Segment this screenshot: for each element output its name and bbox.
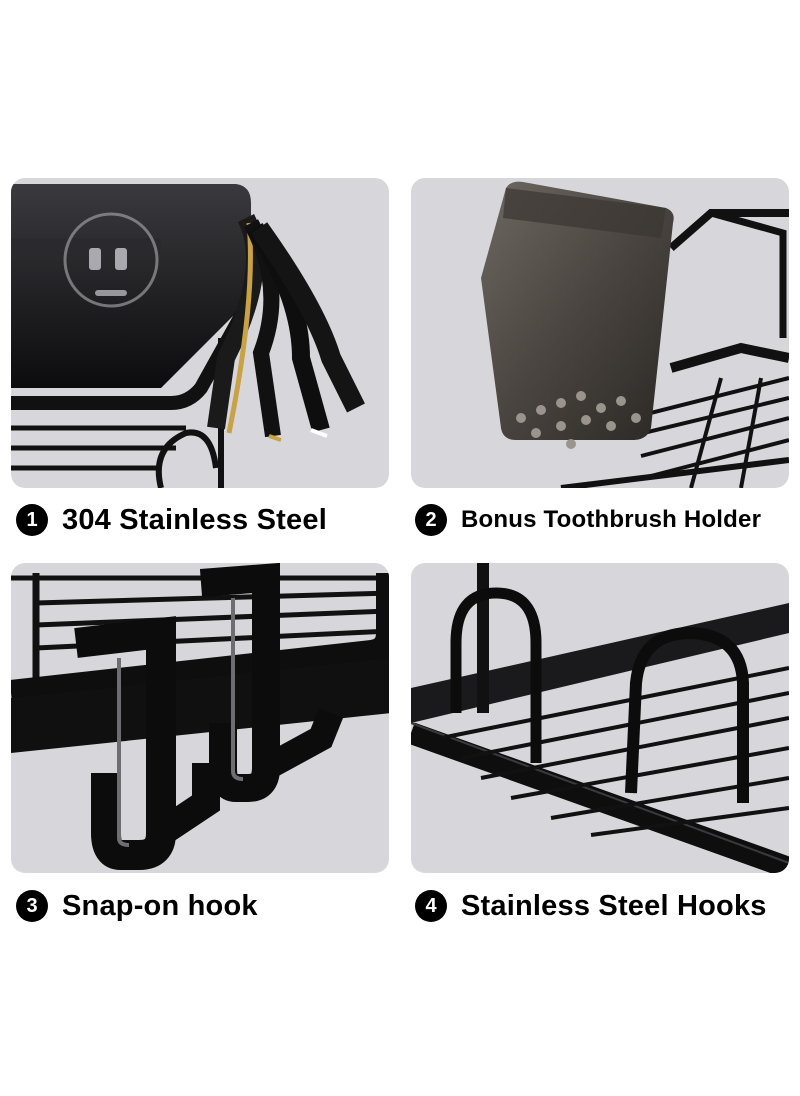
- caption-feature-2: 2 Bonus Toothbrush Holder: [415, 500, 761, 540]
- feature-image-stainless-steel-hooks: [411, 563, 789, 873]
- layered-steel-edge-icon: [11, 184, 365, 488]
- caption-feature-4: 4 Stainless Steel Hooks: [415, 886, 767, 926]
- caption-feature-3: 3 Snap-on hook: [16, 886, 258, 926]
- toothbrush-cup-icon: [481, 181, 789, 488]
- caption-label-2: Bonus Toothbrush Holder: [461, 506, 762, 533]
- caption-label-4: Stainless Steel Hooks: [461, 889, 767, 922]
- snap-on-hook-icon: [11, 563, 389, 870]
- number-badge-4: 4: [415, 890, 447, 922]
- number-badge-2: 2: [415, 504, 447, 536]
- number-badge-3: 3: [16, 890, 48, 922]
- feature-image-toothbrush-holder: [411, 178, 789, 488]
- caption-label-1: 304 Stainless Steel: [62, 503, 327, 536]
- caption-feature-1: 1 304 Stainless Steel: [16, 500, 327, 540]
- feature-image-304-stainless-steel: [11, 178, 389, 488]
- number-badge-1: 1: [16, 504, 48, 536]
- caption-label-3: Snap-on hook: [62, 889, 258, 922]
- feature-image-snap-on-hook: [11, 563, 389, 873]
- wire-hooks-icon: [411, 563, 789, 873]
